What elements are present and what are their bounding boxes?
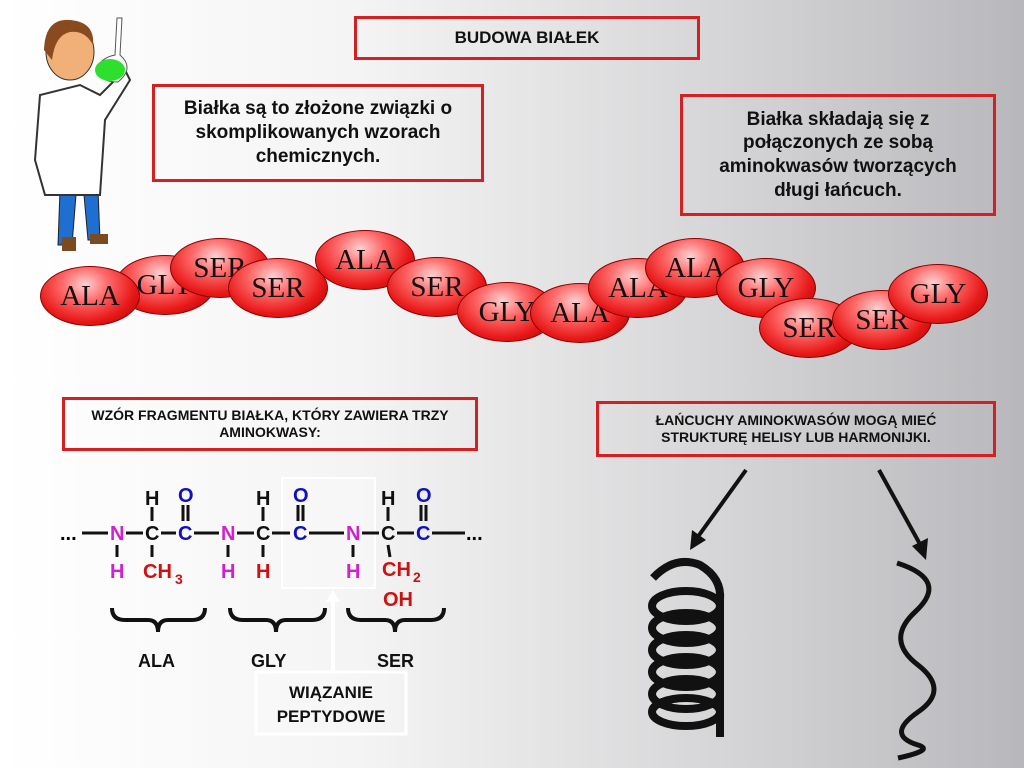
- atom-n: N: [346, 523, 360, 545]
- structure-box: ŁAŃCUCHY AMINOKWASÓW MOGĄ MIEĆ STRUKTURĘ…: [596, 401, 996, 457]
- arrows: [695, 468, 923, 547]
- info-text: Białka są to złożone związki o skompliko…: [183, 98, 453, 167]
- atom-o: O: [293, 485, 309, 507]
- atom-h: H: [256, 488, 270, 510]
- pleated-sheet-icon: [896, 560, 937, 761]
- scientist-illustration: [33, 17, 132, 251]
- info-text: Białka składają się z połączonych ze sob…: [719, 108, 957, 201]
- page-title: BUDOWA BIAŁEK: [454, 28, 600, 48]
- atom-n: N: [110, 523, 124, 545]
- group-ch3: CH: [143, 561, 172, 583]
- bead: SER: [387, 257, 487, 317]
- group-oh: OH: [383, 589, 413, 611]
- atom-h: H: [256, 561, 270, 583]
- atom-c: C: [381, 523, 395, 545]
- title-box: BUDOWA BIAŁEK: [354, 16, 700, 60]
- info-box-right: Białka składają się z połączonych ze sob…: [680, 94, 996, 216]
- helix-icon: [648, 558, 725, 737]
- atom-n: N: [221, 523, 235, 545]
- info-box-left: Białka są to złożone związki o skompliko…: [152, 84, 484, 182]
- dots: ...: [60, 523, 77, 545]
- subscript: 2: [413, 569, 421, 585]
- dots: ...: [466, 523, 483, 545]
- peptide-bond-label: WIĄZANIE: [289, 683, 373, 702]
- atom-h: H: [110, 561, 124, 583]
- info-text: ŁAŃCUCHY AMINOKWASÓW MOGĄ MIEĆ STRUKTURĘ…: [655, 411, 937, 446]
- bead: ALA: [40, 266, 140, 326]
- atom-c: C: [416, 523, 430, 545]
- residue-label-ala: ALA: [138, 651, 175, 671]
- atom-h: H: [221, 561, 235, 583]
- atom-c: C: [145, 523, 159, 545]
- formula-box: WZÓR FRAGMENTU BIAŁKA, KTÓRY ZAWIERA TRZ…: [62, 397, 478, 451]
- bead: SER: [228, 258, 328, 318]
- atom-c: C: [256, 523, 270, 545]
- atom-h: H: [346, 561, 360, 583]
- residue-label-gly: GLY: [251, 651, 286, 671]
- braces: [110, 607, 446, 633]
- atom-h: H: [145, 488, 159, 510]
- bead: GLY: [888, 264, 988, 324]
- subscript: 3: [175, 571, 183, 587]
- info-text: WZÓR FRAGMENTU BIAŁKA, KTÓRY ZAWIERA TRZ…: [91, 406, 449, 441]
- atom-c: C: [178, 523, 192, 545]
- residue-label-ser: SER: [377, 651, 414, 671]
- atom-o: O: [416, 485, 432, 507]
- atom-h: H: [381, 488, 395, 510]
- peptide-bond-label: PEPTYDOWE: [277, 707, 386, 726]
- group-ch2: CH: [382, 559, 411, 581]
- atom-o: O: [178, 485, 194, 507]
- peptide-bond-box: [254, 670, 408, 736]
- atom-c: C: [293, 523, 307, 545]
